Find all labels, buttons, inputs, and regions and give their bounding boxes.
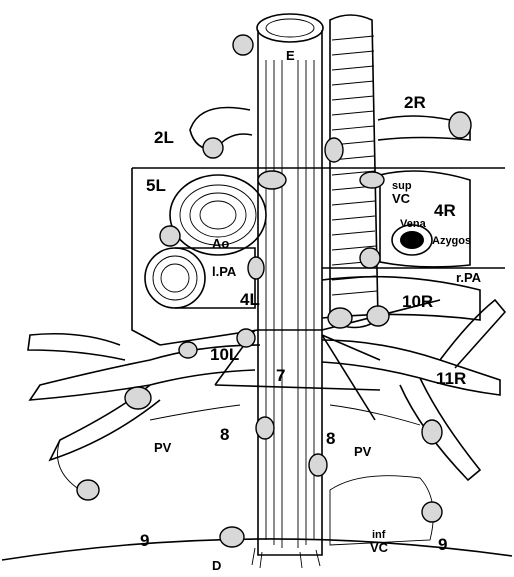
label-4R: 4R <box>434 201 456 220</box>
label-9-left: 9 <box>140 531 149 550</box>
label-5L: 5L <box>146 176 166 195</box>
label-aorta: Ao <box>212 236 229 251</box>
node-2R <box>449 112 471 138</box>
node-10L <box>237 329 255 347</box>
node-lpa <box>248 257 264 279</box>
node-10L-b <box>179 342 197 358</box>
node-4R-mid <box>360 248 380 268</box>
node-5L-top <box>258 171 286 189</box>
label-11R: 11R <box>436 369 466 388</box>
label-azygos: Azygos <box>432 235 471 247</box>
node-8-left <box>256 417 274 439</box>
label-diaphragm: D <box>212 558 221 573</box>
label-pv-right: PV <box>354 444 372 459</box>
node-para-tracheal-right <box>325 138 343 162</box>
label-9-right: 9 <box>438 535 447 554</box>
label-10L: 10L <box>210 345 239 364</box>
label-8-left: 8 <box>220 425 229 444</box>
left-pulmonary-artery <box>145 248 255 308</box>
label-inf-vc: VC <box>370 540 389 555</box>
label-pv-left: PV <box>154 440 172 455</box>
label-8-right: 8 <box>326 429 335 448</box>
label-sup-vc: VC <box>392 191 411 206</box>
label-2L: 2L <box>154 128 174 147</box>
vertebral-column <box>330 15 378 328</box>
node-aorta <box>160 226 180 246</box>
node-9 <box>220 527 244 547</box>
label-4L: 4L <box>240 290 260 309</box>
label-10R: 10R <box>402 292 433 311</box>
node-10R-a <box>328 308 352 328</box>
label-vena: Vena <box>400 218 427 230</box>
label-2R: 2R <box>404 93 426 112</box>
node-inf-right <box>422 502 442 522</box>
node-bronchus-left-lower <box>77 480 99 500</box>
label-esophagus: E <box>286 48 295 63</box>
node-2L <box>203 138 223 158</box>
node-esophageal-upper <box>233 35 253 55</box>
label-left-pa: l.PA <box>212 264 237 279</box>
label-right-pa: r.PA <box>456 270 482 285</box>
node-11R <box>422 420 442 444</box>
node-8-right <box>309 454 327 476</box>
pulmonary-vein-right <box>330 405 420 425</box>
diaphragm-curve <box>2 539 512 560</box>
node-bronchus-left <box>125 387 151 409</box>
esophagus <box>252 14 323 568</box>
node-10R-b <box>367 306 389 326</box>
label-7: 7 <box>276 366 285 385</box>
pulmonary-vein-left <box>150 405 240 420</box>
node-4R-top <box>360 172 384 188</box>
